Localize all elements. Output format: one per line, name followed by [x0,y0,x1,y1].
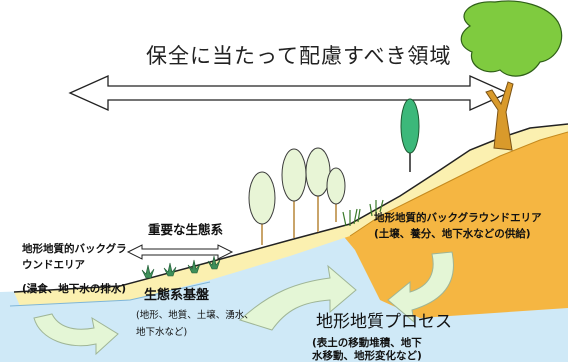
ecosystem-arrow [126,244,234,260]
tree-columnar [400,98,420,172]
ecosystem-base-note-1: (地形、地質、土壌、湧水、 [136,310,254,321]
right-background-area-note: (土壌、養分、地下水などの供給) [374,228,531,240]
supply-arrow-right [387,251,454,324]
ecosystem-base-label: 生態系基盤 [144,288,210,303]
subsoil-line [349,131,568,237]
important-ecosystem-label: 重要な生態系 [148,222,224,237]
tree-large [460,0,563,151]
extent-arrow [68,74,510,112]
grass-tufts [342,199,384,227]
geologic-process-note-2: 水移動、地形変化など) [312,350,422,362]
left-background-note: (浸食、地下水の排水) [22,283,127,295]
left-background-area-label-1: 地形地質的バックグラ [22,243,127,255]
trees-mid [248,147,346,245]
geologic-process-label: 地形地質プロセス [316,312,452,332]
page-title: 保全に当たって配慮すべき領域 [146,44,452,68]
left-background-area-label-2: ウンドエリア [22,259,85,271]
process-arrow-center [239,264,357,331]
water-edge-line [9,281,211,307]
shore-plants [141,255,221,279]
ecosystem-base-note-2: 地下水など) [136,327,188,338]
right-background-area-label: 地形地質的バックグラウンドエリア [374,212,542,224]
geologic-process-note-1: (表土の移動堆積、地下 [312,337,422,349]
topsoil-band [14,124,568,306]
drain-arrow-left [33,313,119,356]
hill-subsoil [340,130,568,318]
